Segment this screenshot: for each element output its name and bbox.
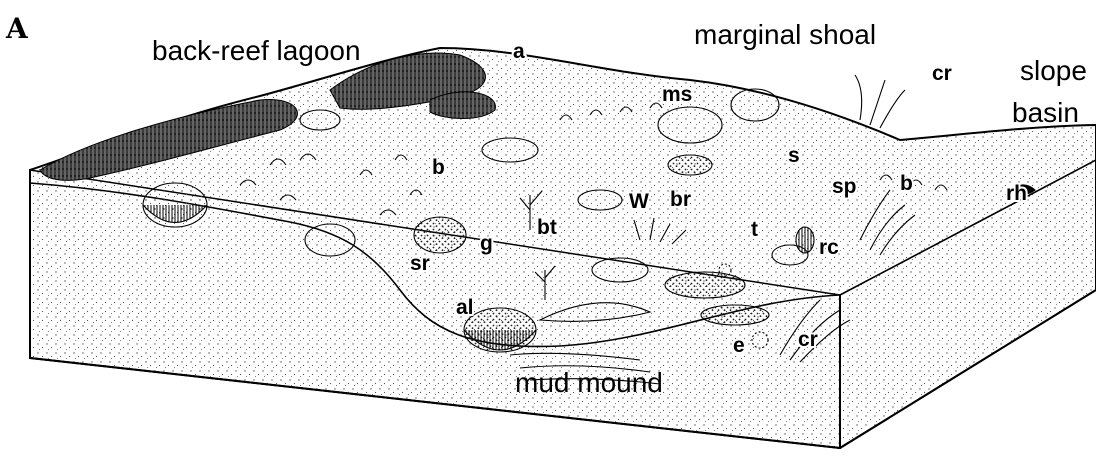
abbr-s: s [788, 144, 800, 167]
abbr-bt: bt [537, 216, 557, 239]
abbr-ms: ms [662, 83, 692, 106]
abbr-rh: rh [1006, 182, 1027, 205]
abbr-a: a [513, 40, 525, 63]
abbr-al: al [456, 296, 474, 319]
abbr-cr-bottom: cr [798, 328, 818, 351]
label-mud-mound: mud mound [515, 367, 663, 398]
label-slope: slope [1020, 55, 1087, 86]
abbr-t: t [751, 218, 758, 241]
abbr-cr-top: cr [932, 62, 952, 85]
abbr-rc: rc [819, 236, 839, 259]
abbr-g: g [480, 232, 493, 255]
panel-label: A [5, 12, 29, 45]
abbr-sr: sr [410, 252, 430, 275]
abbr-e: e [733, 334, 745, 357]
abbr-b-left: b [432, 156, 445, 179]
label-basin: basin [1012, 97, 1079, 128]
abbr-W: W [629, 190, 649, 213]
label-back-reef-lagoon: back-reef lagoon [152, 35, 361, 66]
label-marginal-shoal: marginal shoal [694, 19, 876, 50]
abbr-br: br [670, 188, 691, 211]
abbr-b-right: b [900, 172, 913, 195]
abbr-sp: sp [832, 175, 857, 198]
